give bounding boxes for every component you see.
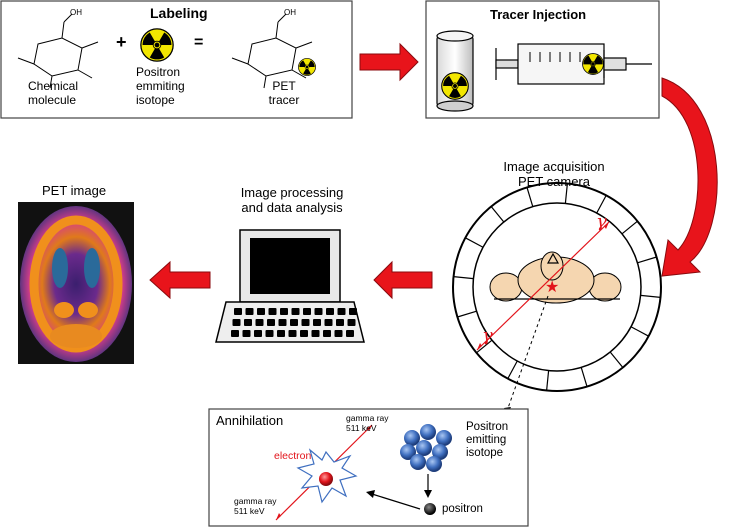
keyboard-key: [301, 319, 310, 326]
oh-label: OH: [70, 8, 82, 17]
isotope-radiation-icon: [140, 28, 174, 62]
arrow-labeling-to-injection: [359, 42, 419, 82]
injection-title: Tracer Injection: [490, 7, 587, 22]
glucose-molecule-icon: [17, 13, 99, 89]
keyboard-key: [288, 330, 297, 337]
curved-arrow-injection-to-camera: [661, 77, 718, 277]
arrow-camera-to-computer: [373, 260, 433, 300]
annihilation-star-icon: ★: [545, 279, 559, 296]
keyboard-key: [349, 308, 357, 315]
annihilation-panel: [208, 408, 529, 527]
keyboard-key: [231, 330, 239, 337]
detector-segment-divider: [637, 256, 657, 264]
flow-arrows: [149, 42, 718, 300]
detector-segment-divider: [580, 367, 588, 387]
keyboard-key: [290, 319, 298, 326]
electron-icon: [319, 472, 333, 486]
detector-segment-divider: [596, 195, 607, 214]
gamma-symbol-top: γ: [596, 211, 607, 232]
keyboard-key: [268, 308, 277, 315]
keyboard-key: [277, 330, 285, 337]
detector-segment-divider: [476, 339, 493, 354]
keyboard-key: [234, 308, 242, 315]
detector-segment-divider: [609, 351, 624, 368]
computer-icon: [215, 229, 365, 343]
keyboard-key: [323, 330, 331, 337]
equals-sign: =: [194, 34, 204, 51]
keyboard-key: [326, 308, 334, 315]
keyboard-key: [337, 308, 346, 315]
keyboard-key: [242, 330, 251, 337]
keyboard-key: [336, 319, 344, 326]
vial-icon: [436, 30, 474, 112]
detector-segment-divider: [490, 206, 505, 223]
keyboard-key: [300, 330, 308, 337]
syringe-icon: [495, 43, 652, 85]
detector-segment-divider: [526, 187, 534, 207]
detector-segment-divider: [621, 220, 638, 235]
keyboard-key: [334, 330, 343, 337]
keyboard-key: [278, 319, 287, 326]
keyboard-key: [232, 319, 241, 326]
keyboard-key: [265, 330, 274, 337]
pet-brain-image: [18, 202, 134, 364]
positron-icon: [424, 503, 436, 515]
arrow-computer-to-pet-image: [149, 260, 211, 300]
detector-segment-divider: [640, 294, 661, 298]
keyboard-key: [245, 308, 254, 315]
pet-image-title: PET image: [42, 183, 107, 198]
keyboard-key: [267, 319, 275, 326]
detector-segment-divider: [546, 370, 550, 391]
tracer-molecule-icon: [231, 13, 313, 89]
injection-panel: [425, 0, 660, 119]
detector-segment-divider: [630, 326, 649, 337]
keyboard-key: [346, 330, 354, 337]
labeling-panel: [0, 0, 353, 119]
keyboard-key: [303, 308, 311, 315]
detector-segment-divider: [453, 276, 474, 280]
detector-segment-divider: [564, 183, 568, 204]
labeling-title: Labeling: [150, 5, 208, 21]
keyboard-key: [311, 330, 320, 337]
keyboard-key: [291, 308, 300, 315]
pet-camera-ring: ★: [452, 182, 662, 414]
detector-segment-divider: [507, 360, 518, 379]
oh-label-tracer: OH: [284, 8, 296, 17]
keyboard-key: [347, 319, 356, 326]
detector-segment-divider: [465, 237, 484, 248]
keyboard-key: [313, 319, 321, 326]
detector-segment-divider: [457, 310, 477, 318]
electron-label: electron: [274, 450, 312, 462]
annihilation-title: Annihilation: [216, 413, 284, 428]
keyboard-key: [314, 308, 323, 315]
keyboard-key: [244, 319, 252, 326]
gamma-symbol-bottom: γ: [482, 325, 493, 346]
isotope-cluster-icon: [400, 424, 452, 472]
plus-sign: +: [116, 32, 127, 52]
keyboard-key: [257, 308, 265, 315]
zoom-dashed-line: [507, 295, 549, 409]
keyboard-key: [324, 319, 333, 326]
tracer-radiation-icon: [298, 58, 316, 76]
keyboard-key: [254, 330, 262, 337]
positron-label: positron: [442, 503, 483, 515]
keyboard-key: [255, 319, 264, 326]
gamma-ray-line: [476, 221, 610, 351]
keyboard-key: [280, 308, 288, 315]
